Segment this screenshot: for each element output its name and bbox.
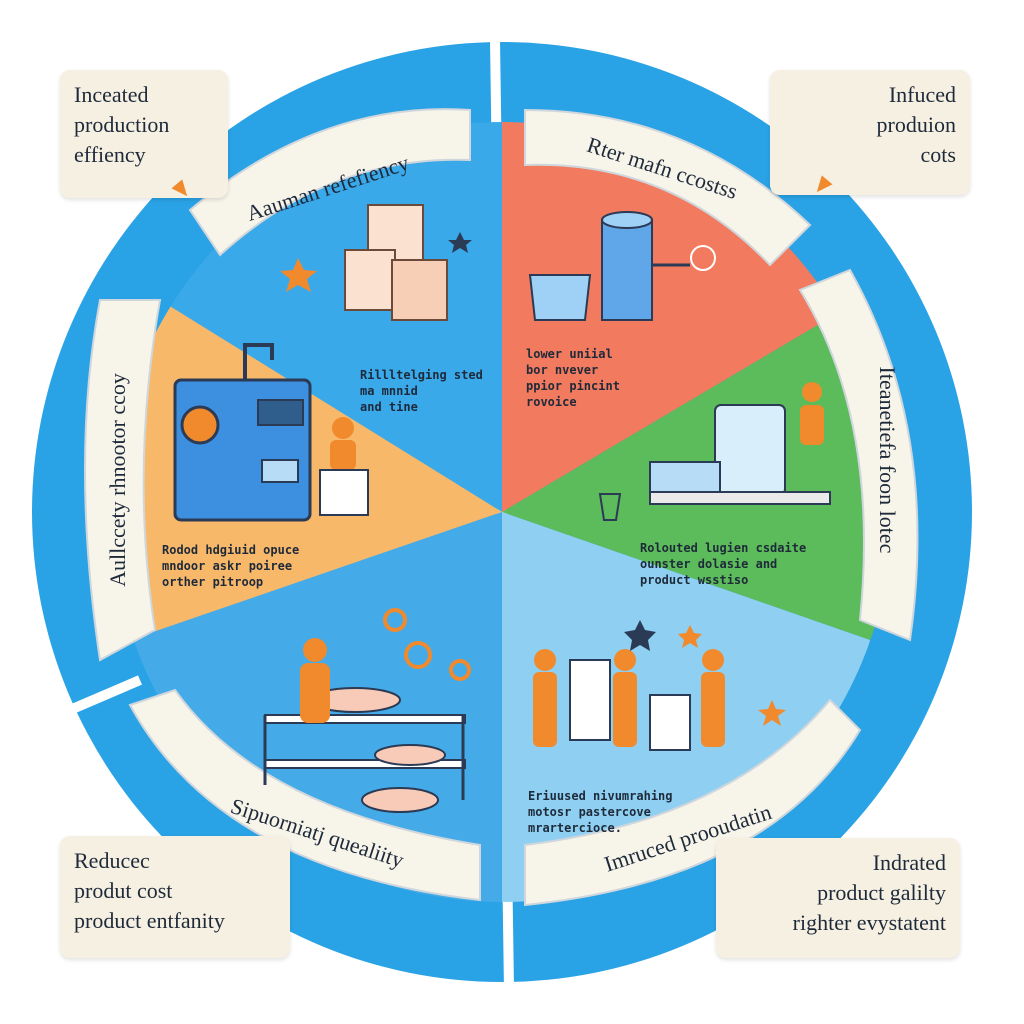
sparkle-icon (448, 232, 472, 253)
gear-icon (449, 659, 471, 681)
caption-top-right: lower uniial bor nvever ppior pincint ro… (526, 346, 620, 410)
banner-bottom-right (524, 698, 862, 907)
caption-left-line-2: mndoor askr poiree (162, 559, 293, 573)
tank-icon (649, 382, 831, 505)
banner-right (798, 268, 919, 642)
note-bottom-right-line-3: righter evystatent (792, 910, 946, 935)
gear-icon (383, 608, 407, 632)
conveyor-icon (263, 687, 466, 813)
note-top-right-line-2: produion (876, 112, 956, 137)
note-bottom-right-line-2: product galilty (817, 880, 946, 905)
banner-left (84, 299, 162, 662)
caption-left-line-1: Rodod hdgiuid opuce (162, 543, 300, 557)
caption-left: Rodod hdgiuid opuce mndoor askr poiree o… (162, 542, 299, 590)
note-bottom-left: Reducec produt cost product entfanity (60, 836, 290, 958)
note-top-right-line-3: cots (920, 142, 956, 167)
tank-icon (528, 211, 716, 321)
note-bottom-left-line-1: Reducec (74, 848, 150, 873)
caption-top-right-line-1: lower uniial (526, 347, 613, 361)
star-icon (280, 258, 317, 292)
note-top-left-line-2: production (74, 112, 170, 137)
star-icon (678, 625, 702, 648)
caption-right-line-1: Rolouted lugien csdaite (640, 541, 807, 555)
banner-text-left: Aullccety rhnootor ccoy (105, 373, 130, 587)
sparkle-icon (624, 620, 656, 651)
note-top-left-line-1: Inceated (74, 82, 149, 107)
worker-icon (533, 649, 725, 747)
tank-icon (569, 659, 691, 751)
star-icon (758, 700, 786, 726)
note-bottom-left-line-3: product entfanity (74, 908, 225, 933)
note-bottom-right: Indrated product galilty righter evystat… (716, 838, 960, 958)
note-top-right: Infuced produion cots (770, 70, 970, 195)
caption-bottom-right-line-1: Eriuused nivumrahing (528, 789, 673, 803)
banner-top-right (524, 108, 812, 267)
caption-left-line-3: orther pitroop (162, 575, 264, 589)
caption-right: Rolouted lugien csdaite ounster dolasie … (640, 540, 806, 588)
caption-top-right-line-2: bor nvever (526, 363, 599, 377)
caption-top-left-line-3: and tine (360, 400, 418, 414)
caption-bottom-right-line-2: motosr pastercove (528, 805, 651, 819)
caption-bottom-right-line-3: mrartercioce. (528, 821, 622, 835)
gear-icon (404, 641, 432, 669)
note-top-right-line-1: Infuced (888, 82, 956, 107)
caption-right-line-3: product wsstiso (640, 573, 749, 587)
machine-icon (173, 343, 312, 522)
note-top-left: Inceated production effiency (60, 70, 228, 198)
caption-top-left-line-2: ma mnnid (360, 384, 418, 398)
note-bottom-left-line-2: produt cost (74, 878, 173, 903)
caption-top-right-line-4: rovoice (526, 395, 577, 409)
caption-top-right-line-3: ppior pincint (526, 379, 620, 393)
worker-icon (319, 417, 369, 516)
caption-bottom-right: Eriuused nivumrahing motosr pastercove m… (528, 788, 673, 836)
banner-text-right: Iteanetiefa foon lotec (875, 367, 900, 554)
note-bottom-right-line-1: Indrated (872, 850, 946, 875)
tag-icon (598, 493, 622, 521)
caption-top-left: Rillltelging sted ma mnnid and tine (360, 367, 483, 415)
cube-icon (344, 204, 448, 321)
caption-right-line-2: ounster dolasie and (640, 557, 778, 571)
worker-icon (300, 638, 330, 723)
banner-top-left (188, 108, 471, 257)
caption-top-left-line-1: Rillltelging sted (360, 368, 483, 382)
note-top-left-line-3: effiency (74, 142, 146, 167)
banner-bottom-left (128, 688, 481, 902)
